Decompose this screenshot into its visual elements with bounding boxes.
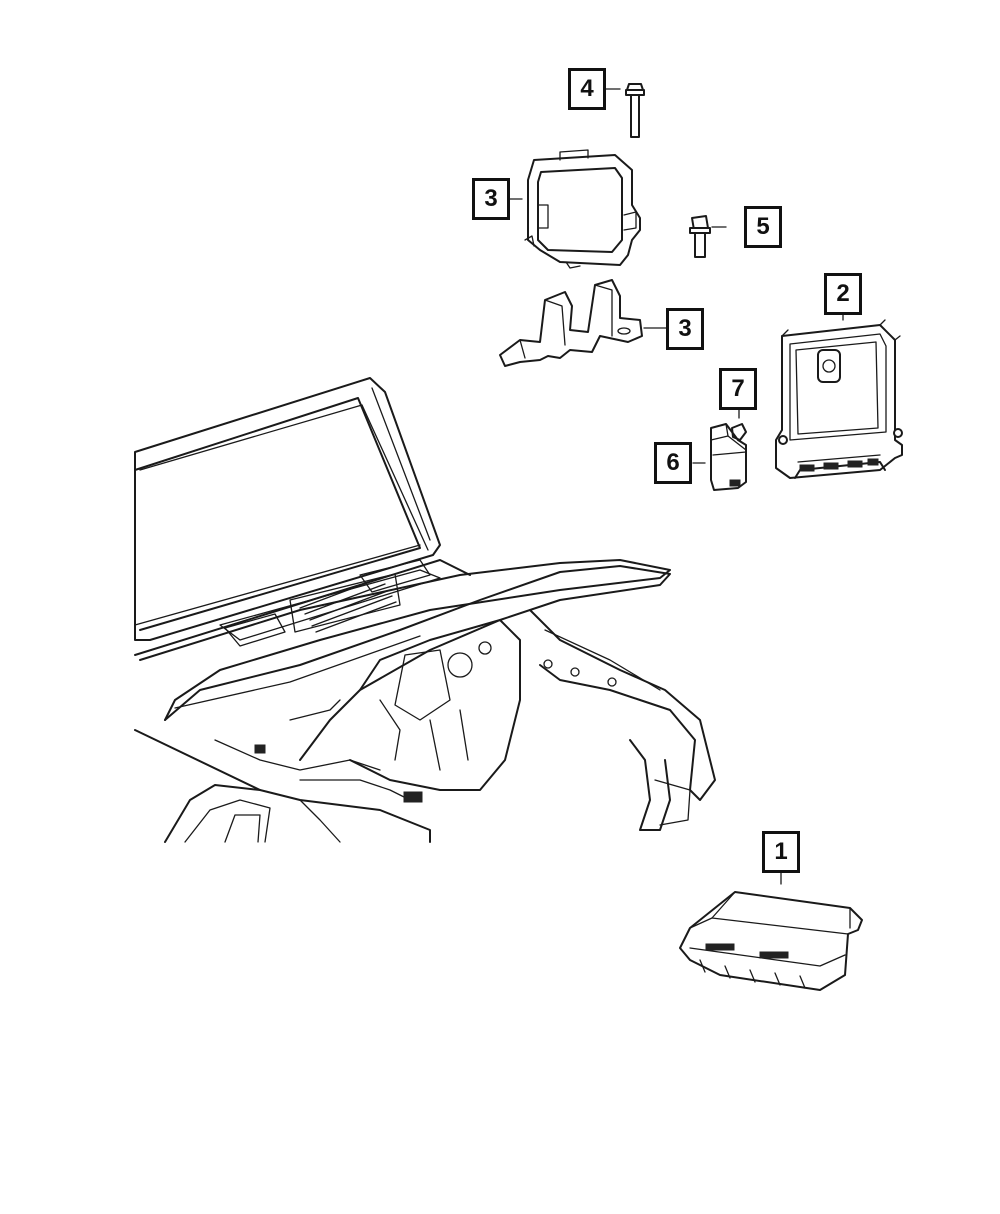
callout-2: 2	[824, 273, 862, 315]
callout-5: 5	[744, 206, 782, 248]
callout-6-label: 6	[666, 449, 680, 476]
bracket-3-mount-illustration	[499, 279, 643, 367]
callout-3-frame-label: 3	[484, 185, 498, 212]
callout-2-label: 2	[836, 280, 850, 307]
bolt-4-illustration	[625, 83, 645, 138]
bolt-5-illustration	[689, 215, 711, 258]
callout-3-frame: 3	[472, 178, 510, 220]
callout-7-label: 7	[731, 375, 745, 402]
callout-3-mount: 3	[666, 308, 704, 350]
module-1-illustration	[679, 891, 863, 991]
callout-4: 4	[568, 68, 606, 110]
callout-6: 6	[654, 442, 692, 484]
callout-1: 1	[762, 831, 800, 873]
vehicle-body-illustration	[134, 377, 716, 843]
fastener-7-illustration	[731, 423, 747, 441]
module-6-illustration	[710, 423, 747, 491]
bracket-3-frame-illustration	[524, 149, 641, 269]
leader-lines	[509, 88, 844, 885]
callout-3-mount-label: 3	[678, 315, 692, 342]
callout-4-label: 4	[580, 75, 594, 102]
callout-5-label: 5	[756, 213, 770, 240]
callout-1-label: 1	[774, 838, 788, 865]
callout-7: 7	[719, 368, 757, 410]
module-2-illustration	[775, 319, 903, 479]
